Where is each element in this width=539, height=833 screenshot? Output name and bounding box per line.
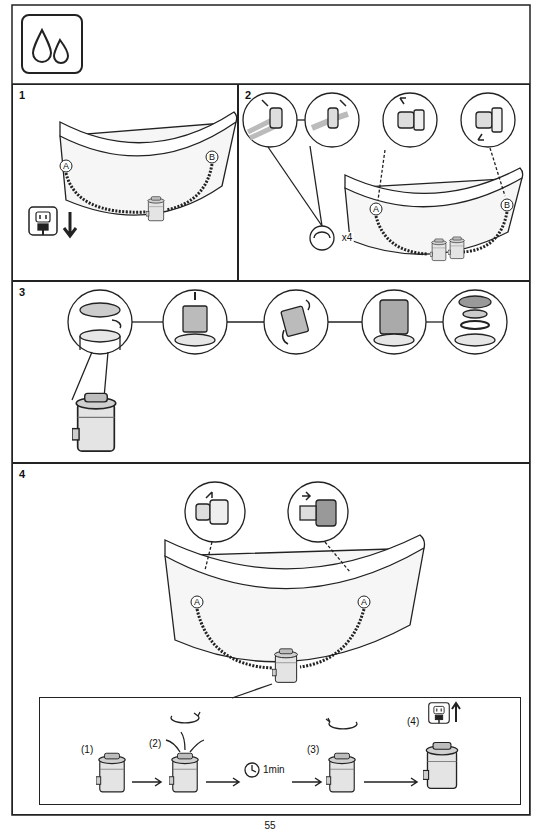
sub-step-label: (3) [306,744,320,756]
pool-illustration-2 [243,93,523,261]
quantity-label: x4 [341,232,354,244]
pool-illustration-1 [29,112,237,236]
callout-letter: A [361,598,367,607]
sub-step-label: (2) [148,738,162,750]
step-panel: 3 [12,281,530,463]
sub-step-label: 1min [262,764,286,776]
priming-steps [96,703,460,792]
sub-step-label: (1) [80,744,94,756]
step-number: 2 [245,90,251,101]
filter-steps [68,290,507,451]
sub-step-box: (1) (2) 1min (3) (4) [39,697,521,805]
step-panel: 2 [238,84,530,281]
callout-letter: A [194,598,200,607]
page-frame [12,5,530,815]
step-panel: 1 [12,84,238,281]
callout-letter: B [209,153,215,162]
page-number: 55 [263,820,276,832]
callout-letter: B [504,201,510,210]
step-number: 4 [19,469,25,480]
pool-illustration-4 [165,482,425,698]
step-number: 1 [19,90,25,101]
step-panel: 4 (1) (2) 1min (3) (4) [12,463,530,815]
step-number: 3 [19,287,25,298]
callout-letter: A [373,205,379,214]
callout-letter: A [63,162,69,171]
sub-step-label: (4) [406,716,420,728]
